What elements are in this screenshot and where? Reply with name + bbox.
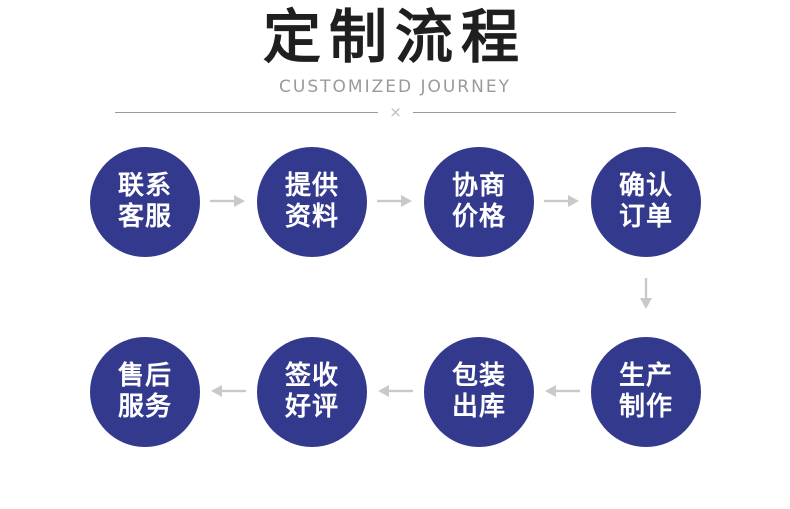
flow-step-label-line: 客服 <box>117 202 172 232</box>
divider-cross-icon: × <box>389 103 402 121</box>
flow-step-label-line: 提供 <box>284 171 339 201</box>
flow-step-negotiate-price: 协商 价格 <box>424 147 534 257</box>
arrow-right-icon <box>377 193 413 209</box>
arrow-right-icon <box>210 193 246 209</box>
arrow-left-icon <box>210 383 246 399</box>
flow-step-label-line: 售后 <box>117 361 172 391</box>
flow-step-label-line: 制作 <box>618 392 673 422</box>
flow-step-label-line: 确认 <box>618 171 673 201</box>
arrow-left-icon <box>377 383 413 399</box>
flow-step-label-line: 签收 <box>284 361 339 391</box>
arrow-right-icon <box>544 193 580 209</box>
flow-step-label-line: 协商 <box>451 171 506 201</box>
flow-step-provide-materials: 提供 资料 <box>257 147 367 257</box>
divider-line-right <box>412 111 677 113</box>
flow-step-production: 生产 制作 <box>591 337 701 447</box>
divider-line-left <box>115 111 379 113</box>
flow-step-label-line: 联系 <box>117 171 172 201</box>
page-subtitle: CUSTOMIZED JOURNEY <box>279 77 511 97</box>
flow-step-label-line: 价格 <box>451 202 506 232</box>
flow-step-label-line: 包装 <box>451 361 506 391</box>
page-title: 定制流程 <box>262 3 527 71</box>
flow-step-label-line: 订单 <box>618 202 673 232</box>
flow-step-label-line: 好评 <box>284 392 339 422</box>
flow-step-contact-service: 联系 客服 <box>90 147 200 257</box>
flow-step-sign-and-review: 签收 好评 <box>257 337 367 447</box>
flow-step-pack-and-ship: 包装 出库 <box>424 337 534 447</box>
flow-step-label-line: 资料 <box>284 202 339 232</box>
flow-step-after-sales-service: 售后 服务 <box>90 337 200 447</box>
flow-step-label-line: 出库 <box>451 392 506 422</box>
arrow-left-icon <box>544 383 580 399</box>
flow-step-confirm-order: 确认 订单 <box>591 147 701 257</box>
header-divider: × <box>115 103 677 121</box>
flow-step-label-line: 生产 <box>618 361 673 391</box>
flow-step-label-line: 服务 <box>117 392 172 422</box>
arrow-down-icon <box>638 278 654 310</box>
